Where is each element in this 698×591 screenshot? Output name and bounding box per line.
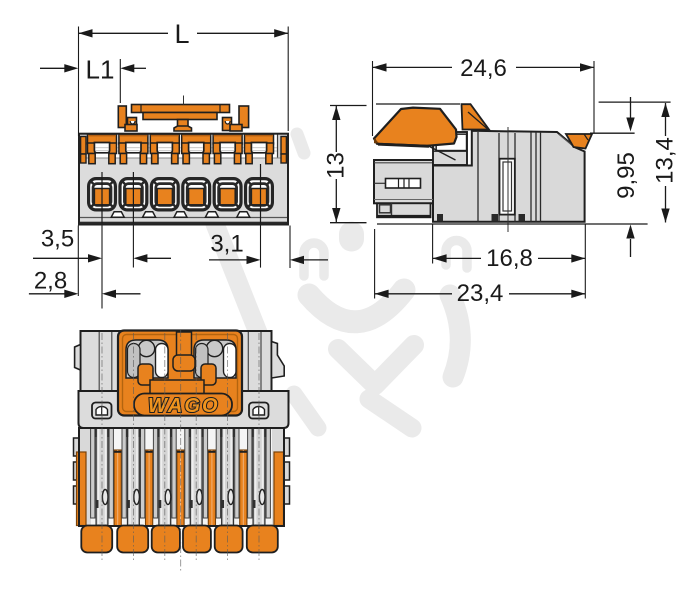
svg-text:L1: L1 [86, 55, 115, 85]
svg-text:3,1: 3,1 [210, 231, 243, 258]
svg-text:23,4: 23,4 [457, 280, 504, 307]
svg-text:3,5: 3,5 [41, 226, 74, 253]
svg-text:9,95: 9,95 [613, 152, 640, 199]
svg-text:L: L [174, 19, 189, 49]
svg-text:24,6: 24,6 [460, 55, 507, 82]
svg-text:2,8: 2,8 [34, 268, 67, 295]
svg-text:13: 13 [323, 152, 350, 179]
svg-text:16,8: 16,8 [486, 245, 533, 272]
svg-text:WAGO: WAGO [148, 395, 218, 417]
svg-text:13,4: 13,4 [652, 137, 679, 184]
